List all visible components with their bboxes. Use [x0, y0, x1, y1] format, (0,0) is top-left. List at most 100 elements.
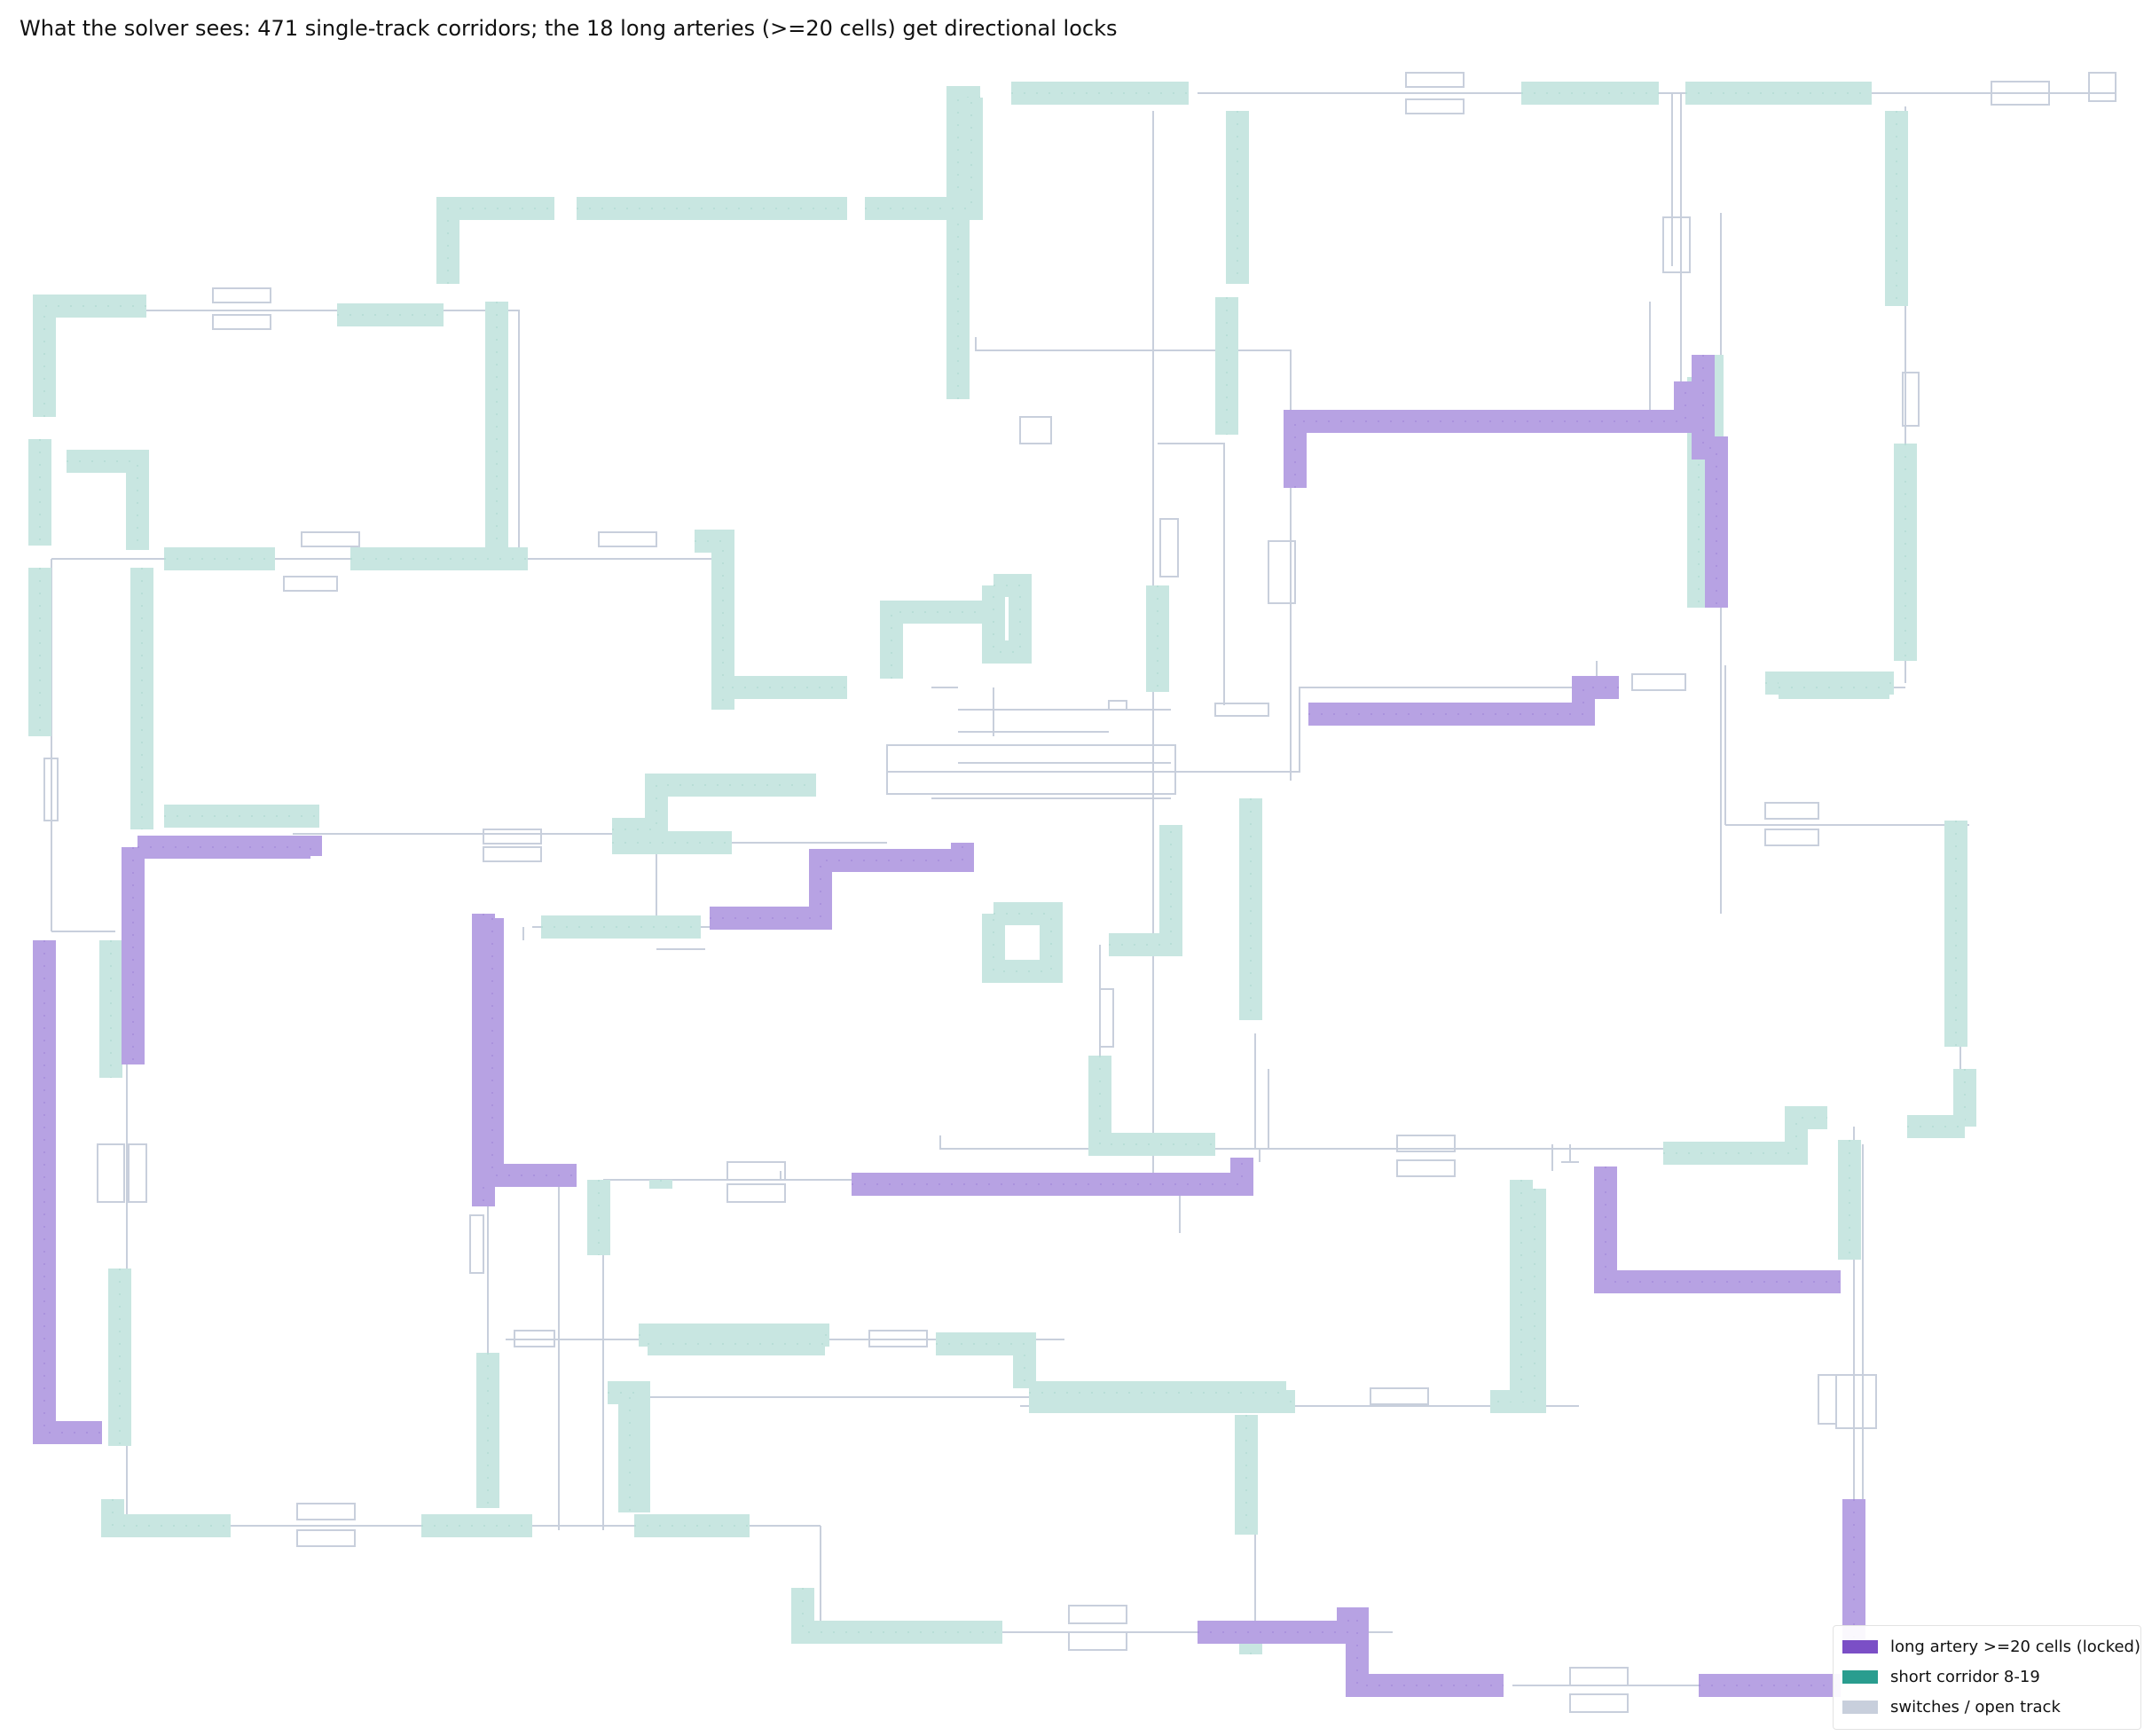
short-corridor — [436, 197, 554, 284]
short-corridor — [101, 1499, 231, 1537]
short-corridor — [1109, 825, 1182, 956]
switch-box — [469, 1214, 484, 1274]
switch-box — [212, 314, 271, 330]
switch-box — [483, 846, 542, 862]
switch-box — [1396, 1135, 1456, 1152]
legend: long artery >=20 cells (locked) short co… — [1833, 1625, 2141, 1730]
switch-box — [1019, 416, 1052, 444]
switch-box — [283, 576, 338, 592]
switch-box — [1159, 518, 1179, 577]
switch-box — [296, 1529, 356, 1547]
short-corridor-cells — [936, 1343, 1025, 1388]
short-corridor — [982, 574, 1032, 664]
long-artery-cells — [1294, 381, 1686, 488]
switch-box — [1764, 829, 1819, 846]
switch-box — [43, 758, 59, 821]
legend-item-short-corridor: short corridor 8-19 — [1842, 1665, 2040, 1688]
open-track-segment — [1158, 443, 1225, 483]
switch-box — [1835, 1374, 1877, 1429]
short-corridor-cells — [1490, 1189, 1535, 1402]
long-artery-cells — [1605, 1166, 1841, 1283]
legend-item-open-track: switches / open track — [1842, 1695, 2061, 1718]
short-corridor — [695, 530, 734, 710]
short-corridor-layer — [28, 82, 1976, 1654]
short-corridor — [67, 450, 149, 550]
legend-swatch-short-corridor — [1842, 1669, 1878, 1684]
short-corridor — [1663, 1106, 1827, 1165]
switch-box — [868, 1330, 928, 1347]
switch-box — [1396, 1159, 1456, 1177]
switch-box — [1108, 700, 1127, 711]
switch-box — [301, 531, 360, 547]
long-artery-cells — [1308, 687, 1619, 715]
short-corridor — [791, 1588, 1002, 1644]
long-artery-cells — [1198, 1618, 1504, 1686]
legend-swatch-long-artery — [1842, 1639, 1878, 1654]
switch-box — [1569, 1693, 1629, 1713]
long-artery — [33, 940, 102, 1444]
legend-label-open-track: switches / open track — [1890, 1697, 2061, 1716]
switch-box — [1631, 673, 1686, 691]
switch-box — [296, 1503, 356, 1520]
short-corridor — [865, 98, 983, 220]
short-corridor — [33, 295, 146, 417]
switch-box — [514, 1330, 555, 1347]
open-track-segment — [975, 337, 1292, 781]
short-corridor-cells — [1099, 1056, 1215, 1145]
open-track-segment — [886, 744, 1176, 795]
long-artery-cells — [491, 918, 577, 1176]
short-corridor — [1088, 1056, 1215, 1156]
legend-item-long-artery: long artery >=20 cells (locked) — [1842, 1635, 2140, 1658]
short-corridor — [612, 774, 816, 841]
short-corridor-cells — [447, 208, 554, 284]
short-corridor — [880, 601, 993, 679]
switch-box — [1370, 1387, 1429, 1405]
short-corridor-cells — [1109, 825, 1172, 946]
short-corridor-cells — [112, 1499, 231, 1527]
open-track-segment — [939, 1135, 1783, 1150]
legend-label-short-corridor: short corridor 8-19 — [1890, 1667, 2040, 1686]
switch-box — [1068, 1605, 1127, 1624]
long-artery — [137, 836, 322, 859]
switch-box — [726, 1161, 786, 1181]
long-artery — [1692, 355, 1728, 608]
switch-box — [1991, 81, 2050, 106]
short-corridor — [936, 1332, 1036, 1388]
open-track-segment — [51, 310, 520, 559]
switch-box — [1764, 802, 1819, 820]
short-corridor-cells — [1663, 1117, 1827, 1154]
switch-box — [1099, 988, 1114, 1048]
switch-box — [1268, 540, 1296, 604]
long-artery — [1594, 1166, 1841, 1293]
short-corridor-cells — [957, 97, 980, 399]
switch-box — [1569, 1667, 1629, 1686]
long-artery — [852, 1158, 1253, 1196]
switch-box — [1405, 98, 1465, 114]
long-artery-cells — [1702, 355, 1717, 608]
short-corridor — [982, 902, 1063, 983]
long-artery — [481, 918, 577, 1187]
long-artery — [1284, 381, 1697, 488]
switch-box — [1818, 1374, 1837, 1425]
long-artery — [1308, 676, 1619, 726]
long-artery-layer — [33, 355, 1865, 1697]
switch-box — [128, 1143, 147, 1203]
legend-swatch-open-track — [1842, 1700, 1878, 1714]
switch-box — [1068, 1631, 1127, 1651]
switch-box — [212, 287, 271, 303]
switch-box — [2088, 72, 2117, 102]
switch-box — [97, 1143, 125, 1203]
switch-box — [1405, 72, 1465, 88]
legend-label-long-artery: long artery >=20 cells (locked) — [1890, 1637, 2141, 1656]
switch-box — [1214, 703, 1269, 717]
diagram-title: What the solver sees: 471 single-track c… — [20, 16, 1118, 41]
short-corridor-cells — [43, 305, 146, 417]
switch-box — [1662, 216, 1691, 273]
switch-box — [726, 1183, 786, 1203]
switch-box — [598, 531, 657, 547]
short-corridor-cells — [993, 913, 1052, 972]
long-artery — [710, 843, 974, 930]
switch-box — [483, 829, 542, 844]
switch-box — [1902, 372, 1920, 427]
